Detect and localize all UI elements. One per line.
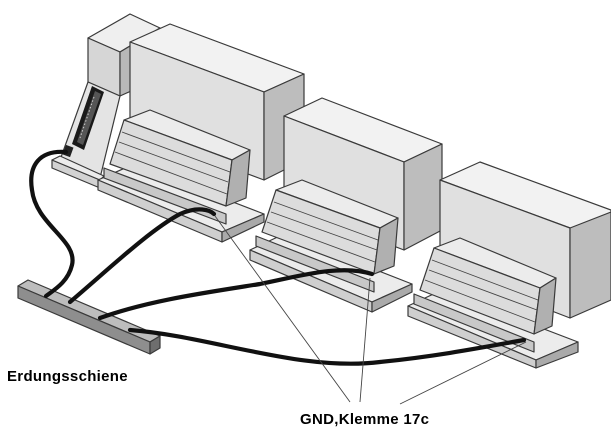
gnd-leader-lines (214, 215, 527, 405)
module-3 (407, 161, 611, 369)
ground-cables (29, 149, 527, 366)
gnd-terminal-label: GND,Klemme 17c (300, 411, 430, 428)
grounding-rail-label: Erdungsschiene (7, 368, 128, 385)
sub-d-connector (72, 86, 104, 150)
module-2 (249, 97, 443, 313)
grounding-rail (17, 279, 161, 355)
